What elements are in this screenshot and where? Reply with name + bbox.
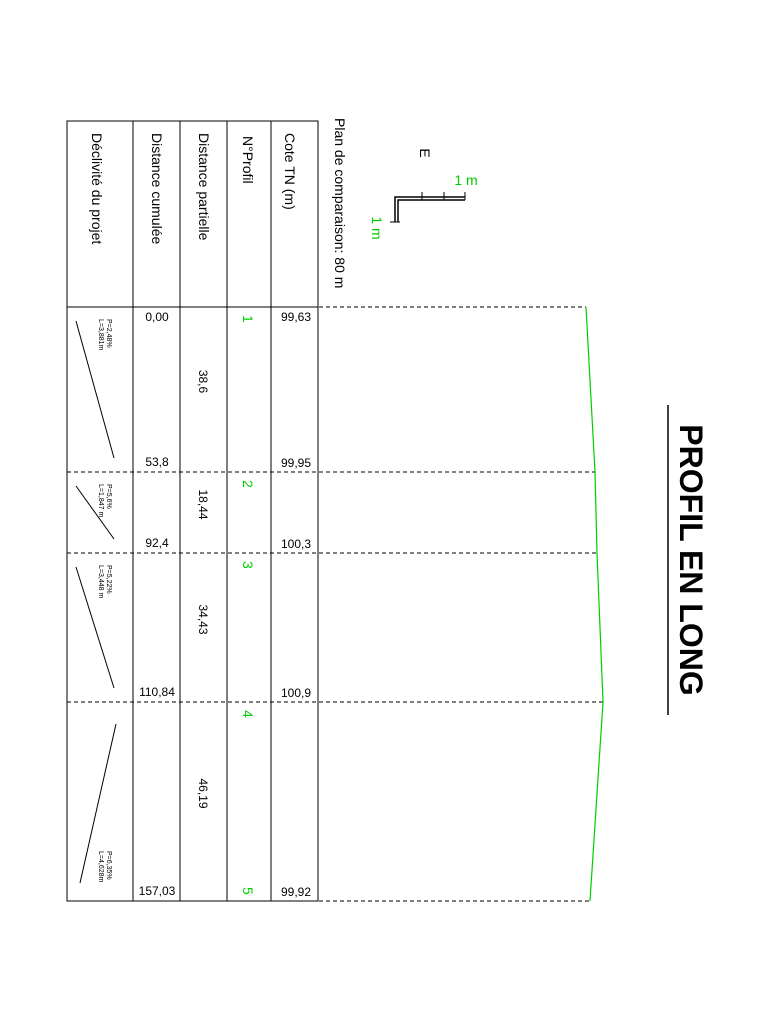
profile-number: 3 (240, 561, 256, 569)
slope-percent: P=6,35% (105, 851, 112, 880)
slope-line (75, 566, 115, 689)
slope-length: L=3,881m (97, 319, 104, 350)
distance-cumulee-value: 110,84 (139, 685, 175, 699)
header-distance-partielle: Distance partielle (196, 133, 212, 241)
slope-percent: P=2,48% (105, 319, 112, 348)
slope-length: L=1,847 m (97, 484, 104, 517)
north-label: E (417, 148, 433, 157)
profile-number: 4 (240, 710, 256, 718)
scale-legend: E 1 m 1 m (369, 148, 478, 239)
distance-partielle-value: 46,19 (196, 778, 210, 808)
profile-number: 2 (240, 480, 256, 488)
scale-horizontal-label: 1 m (454, 172, 477, 188)
header-cote-tn: Cote TN (m) (282, 133, 298, 210)
cote-tn-value: 99,63 (281, 310, 311, 324)
slope-percent: P=5,6% (105, 484, 112, 509)
scale-vertical-label: 1 m (369, 216, 385, 239)
page-title: PROFIL EN LONG (673, 424, 709, 695)
segments-layer: 38,6 P=2,48%L=3,881m 18,44 P=5,6%L=1,847 m 3… (75, 319, 210, 884)
terrain-line (585, 306, 604, 902)
header-n-profil: N°Profil (240, 136, 256, 184)
slope-length: L=4,628m (97, 851, 104, 882)
cote-tn-value: 100,9 (281, 686, 311, 700)
profile-number: 5 (240, 887, 256, 895)
comparison-plane-label: Plan de comparaison: 80 m (332, 118, 348, 288)
distance-cumulee-value: 53,8 (145, 455, 169, 469)
profile-table: Cote TN (m) N°Profil Distance partielle … (66, 120, 319, 902)
cote-tn-value: 99,92 (281, 885, 311, 899)
distance-partielle-value: 18,44 (196, 489, 210, 519)
profile-number: 1 (240, 315, 256, 323)
distance-partielle-value: 38,6 (196, 370, 210, 394)
slope-percent: P=5,22% (105, 565, 112, 594)
header-distance-cumulee: Distance cumulée (149, 133, 165, 244)
table-border (66, 120, 319, 902)
distance-cumulee-value: 157,03 (139, 884, 176, 898)
distance-cumulee-value: 0,00 (145, 310, 169, 324)
slope-line (79, 723, 117, 884)
slope-line (75, 320, 115, 459)
scale-bar (394, 196, 465, 222)
slope-line (75, 485, 115, 540)
cote-tn-value: 99,95 (281, 456, 311, 470)
distance-partielle-value: 34,43 (196, 604, 210, 634)
distance-cumulee-value: 92,4 (145, 536, 169, 550)
header-declivite: Déclivité du projet (89, 133, 105, 244)
slope-length: L=3,448 m (97, 565, 104, 598)
stations-layer: 1 99,63 0,00 2 99,95 53,8 3 100,3 92,4 4 100,9 110,… (67, 306, 603, 902)
cote-tn-value: 100,3 (281, 537, 311, 551)
terrain-profile (585, 306, 604, 902)
